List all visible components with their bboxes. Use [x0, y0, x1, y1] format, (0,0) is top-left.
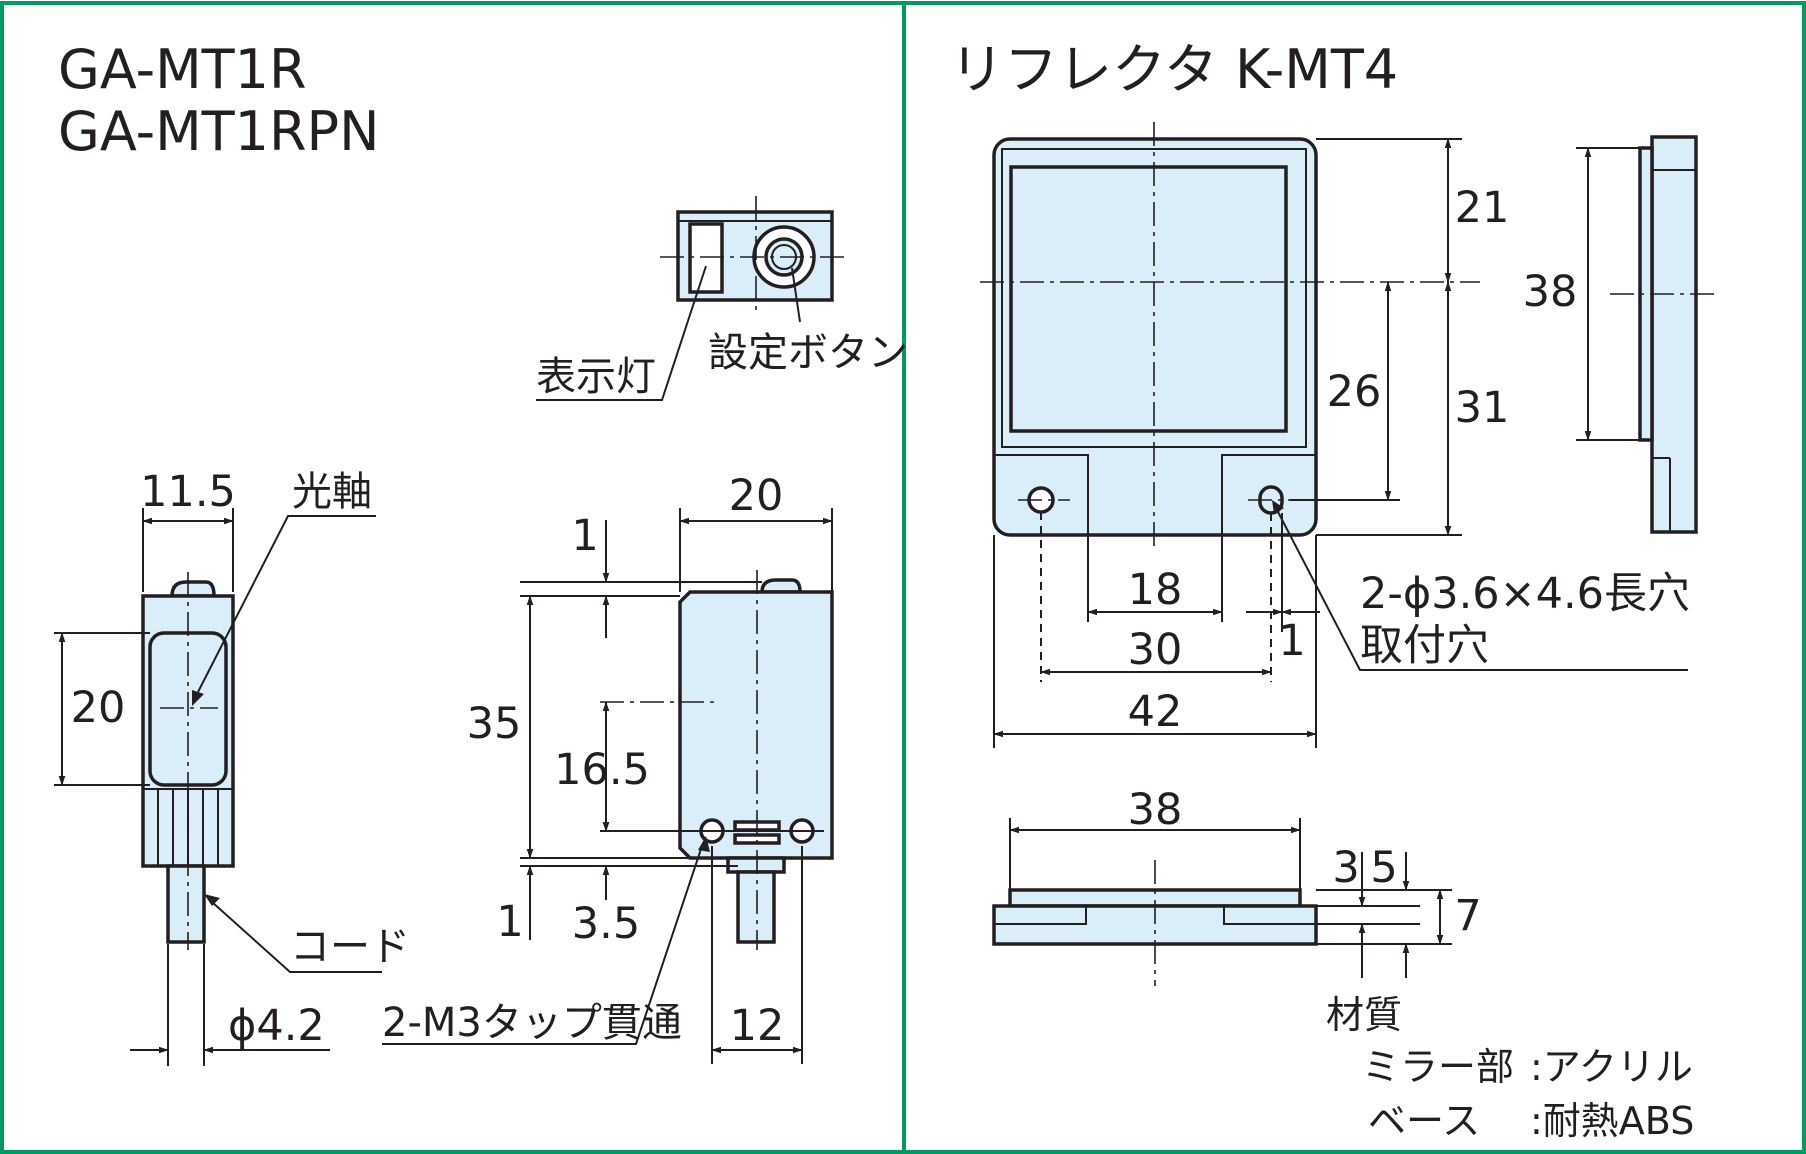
indicator-label: 表示灯 — [536, 354, 656, 400]
dim-thick-total: 7 — [1454, 891, 1481, 941]
set-button-label: 設定ボタン — [708, 330, 908, 376]
dim-lower: 31 — [1455, 383, 1510, 433]
cord-leader: コード — [204, 894, 410, 973]
dim-hole-height: 3.5 — [572, 899, 640, 949]
dim-total-height: 35 — [467, 699, 522, 749]
model-title-2: GA-MT1RPN — [58, 100, 380, 163]
material-mirror-label: ミラー部 — [1362, 1045, 1514, 1089]
model-title-1: GA-MT1R — [58, 38, 307, 101]
sensor-side-view — [141, 572, 235, 950]
dim-side-width: 11.5 — [140, 467, 236, 517]
indicator-leader: 表示灯 — [536, 265, 707, 401]
dim-thick-2: 5 — [1370, 843, 1397, 893]
dim-hole-pitch-right: 30 — [1128, 625, 1183, 675]
dim-top-gap: 1 — [571, 511, 598, 561]
reflector-title: リフレクタ K-MT4 — [950, 38, 1398, 101]
sensor-front-view — [600, 570, 834, 950]
set-button-leader: 設定ボタン — [708, 267, 908, 376]
tap-leader: 2-M3タップ貫通 — [382, 836, 710, 1046]
dim-front-width: 20 — [729, 471, 784, 521]
dim-cord-diameter: ϕ4.2 — [228, 1001, 325, 1051]
dim-mirror-width: 38 — [1128, 785, 1183, 835]
dim-thick-1: 3 — [1332, 843, 1359, 893]
dim-hole-vertical: 26 — [1327, 367, 1382, 417]
material-note: 材質 ミラー部 :アクリル ベース :耐熱ABS — [1326, 993, 1694, 1143]
hole-note-2: 取付穴 — [1360, 621, 1489, 671]
optical-axis-label: 光軸 — [292, 469, 372, 515]
reflector-bottom-view — [992, 860, 1318, 986]
dim-lens-height: 20 — [71, 683, 126, 733]
left-panel: GA-MT1R GA-MT1RPN 表示灯 設定ボタン — [54, 38, 908, 1066]
material-base-label: ベース — [1368, 1099, 1480, 1143]
material-heading: 材質 — [1326, 993, 1402, 1037]
tap-label: 2-M3タップ貫通 — [382, 1000, 682, 1046]
dim-bottom-gap: 1 — [496, 897, 523, 947]
reflector-side-view — [1610, 135, 1720, 534]
reflector-front-view — [980, 122, 1480, 548]
right-panel: リフレクタ K-MT4 21 — [950, 38, 1720, 1143]
sensor-top-view — [660, 196, 846, 312]
dim-inner-width: 18 — [1128, 565, 1183, 615]
dim-axis-height: 16.5 — [554, 745, 650, 795]
cord-label: コード — [290, 924, 410, 970]
dim-total-height-side: 38 — [1523, 267, 1578, 317]
dim-total-width: 42 — [1128, 687, 1183, 737]
dim-upper: 21 — [1455, 183, 1510, 233]
material-base-value: :耐熱ABS — [1530, 1099, 1694, 1143]
dim-slot-offset: 1 — [1278, 616, 1305, 666]
hole-note-leader: 2-ϕ3.6×4.6長穴 取付穴 — [1272, 500, 1690, 671]
hole-note-1: 2-ϕ3.6×4.6長穴 — [1360, 569, 1690, 619]
dim-hole-pitch: 12 — [730, 1001, 785, 1051]
optical-axis-leader: 光軸 — [192, 469, 376, 706]
material-mirror-value: :アクリル — [1530, 1045, 1693, 1089]
